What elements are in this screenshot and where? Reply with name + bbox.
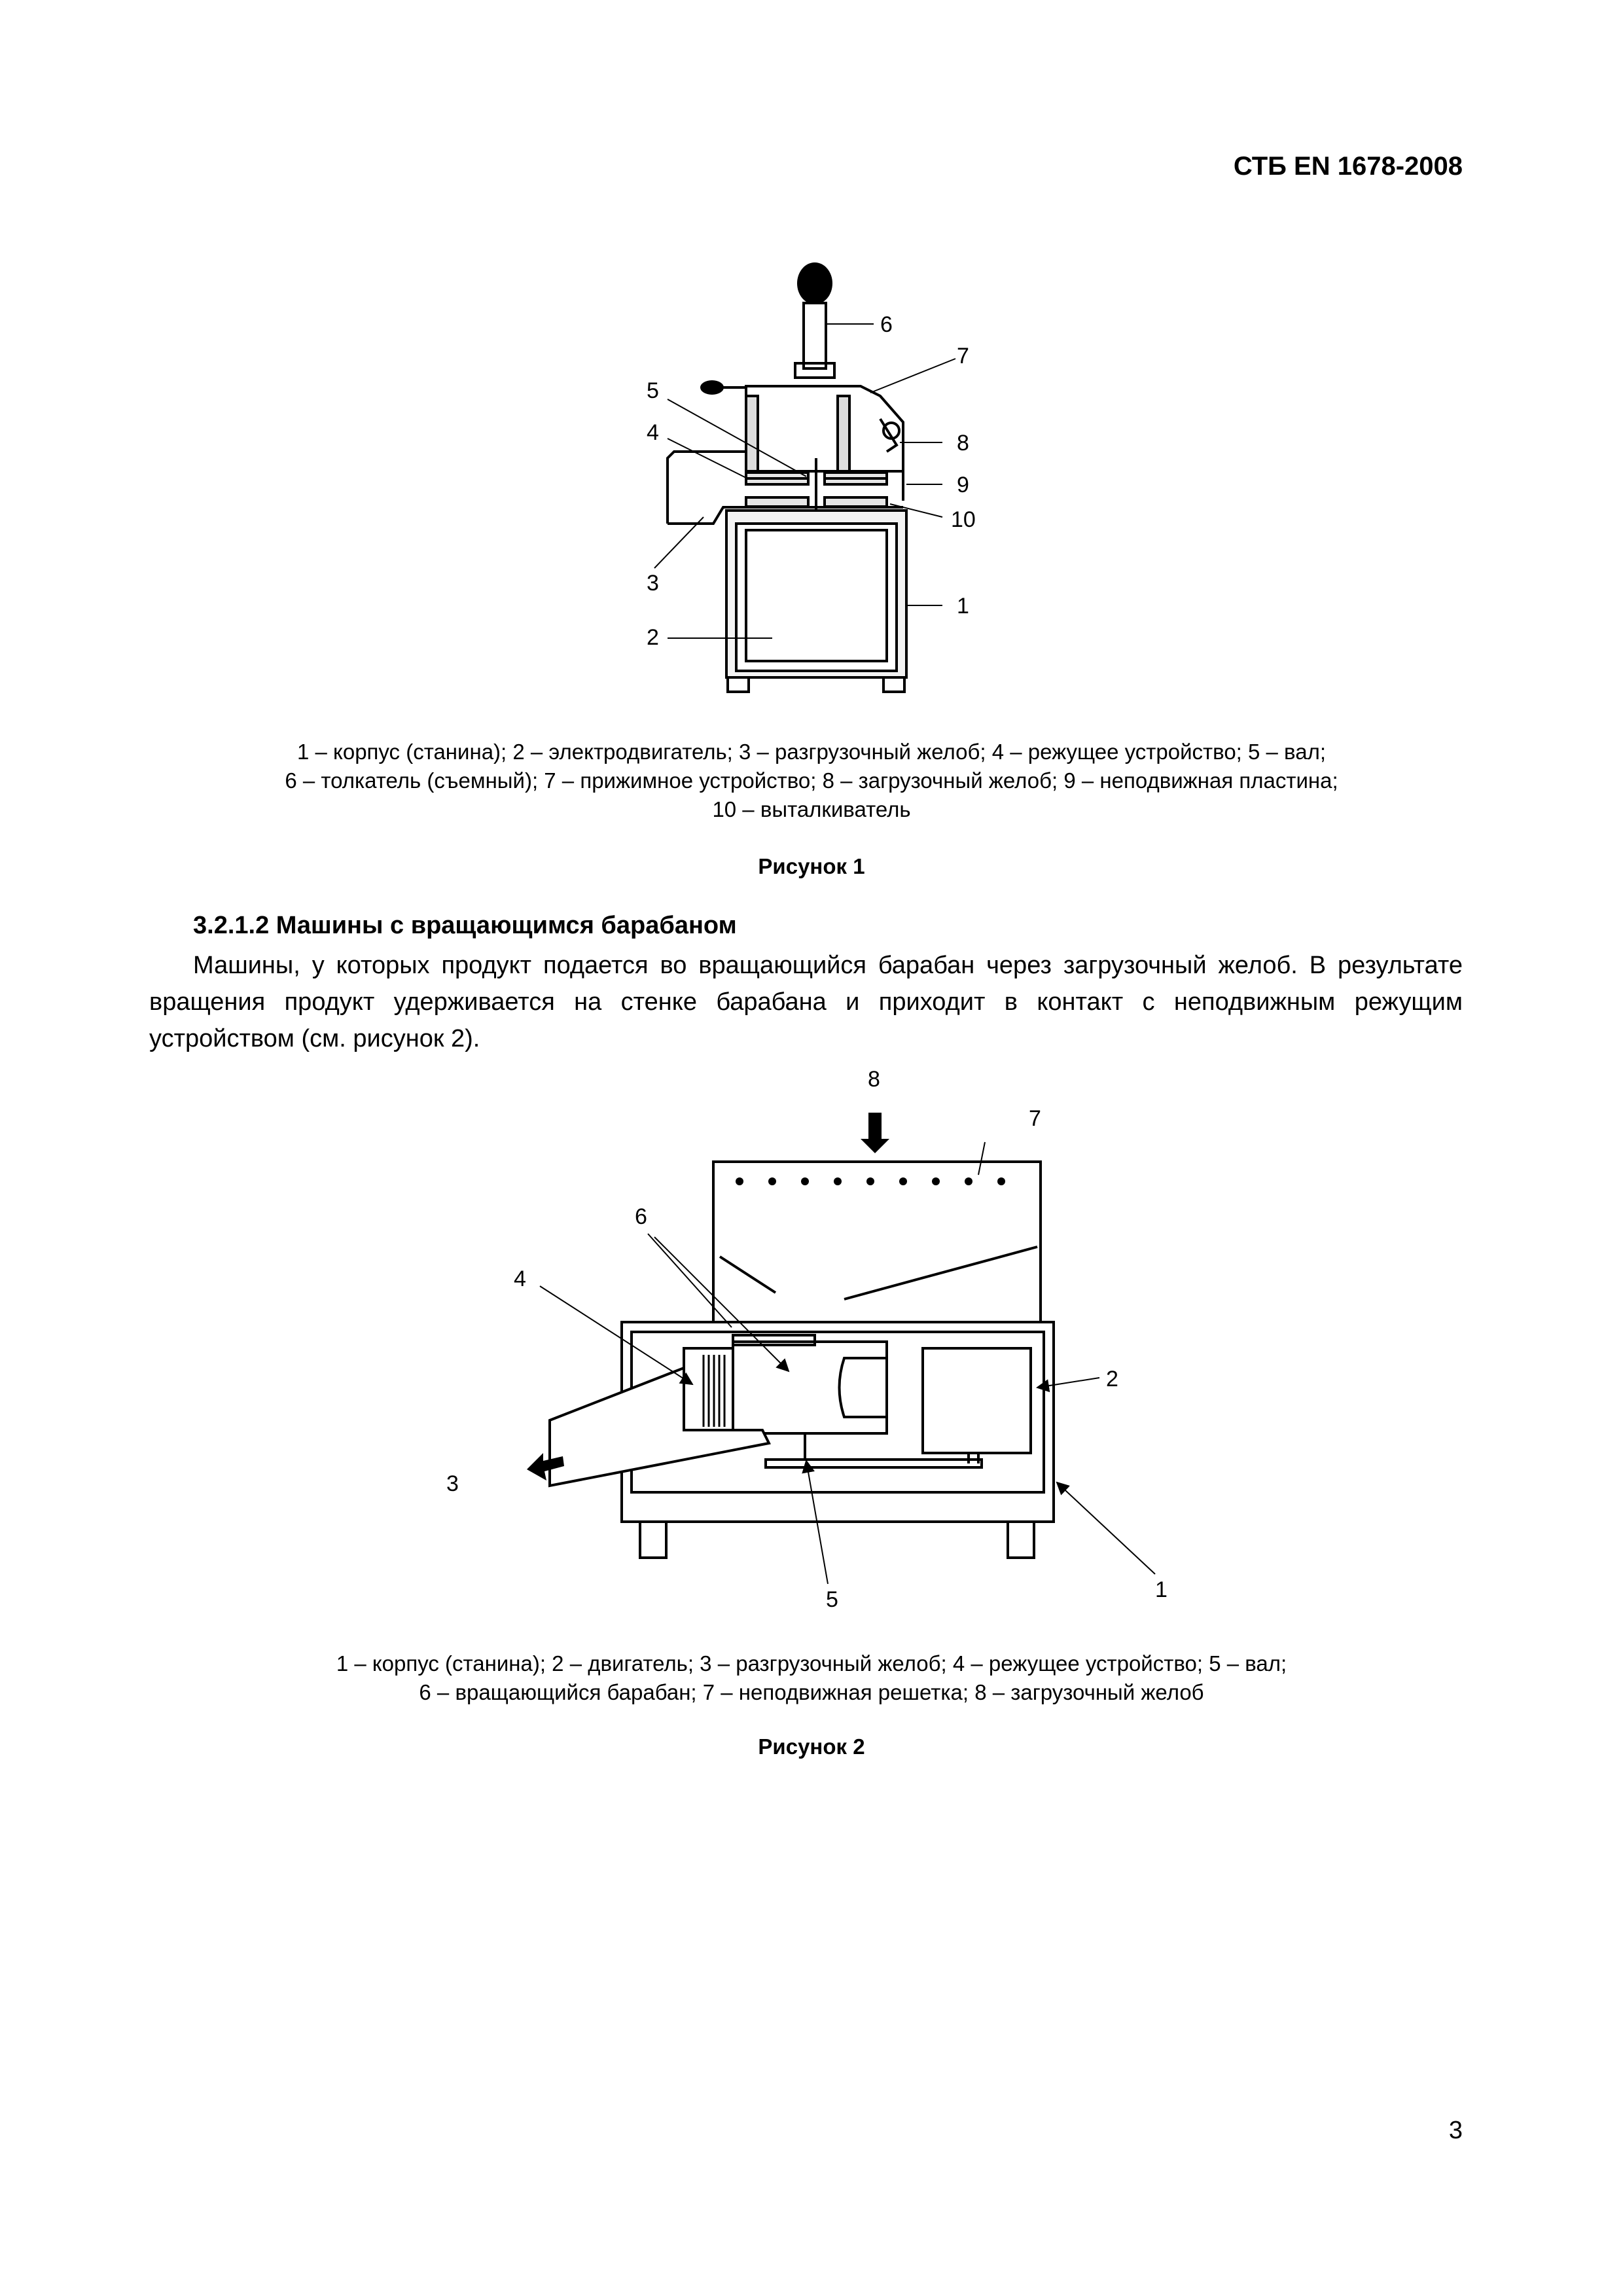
figure-2-title: Рисунок 2 bbox=[758, 1734, 865, 1759]
figure-2-caption-line: 6 – вращающийся барабан; 7 – неподвижная… bbox=[419, 1680, 1204, 1704]
figure-1-drawing: 6 7 8 9 10 1 5 4 3 2 bbox=[628, 259, 1021, 704]
fig1-label-5: 5 bbox=[647, 378, 659, 403]
figure-2-caption-line: 1 – корпус (станина); 2 – двигатель; 3 –… bbox=[336, 1651, 1287, 1676]
fig2-label-8: 8 bbox=[868, 1067, 880, 1092]
figure-1-caption-line: 1 – корпус (станина); 2 – электродвигате… bbox=[297, 740, 1326, 764]
fig1-label-10: 10 bbox=[951, 507, 976, 532]
fig1-label-1: 1 bbox=[957, 594, 969, 619]
fig1-label-3: 3 bbox=[647, 571, 659, 596]
section-paragraph: Машины, у которых продукт подается во вр… bbox=[149, 952, 1463, 1052]
fig1-label-6: 6 bbox=[880, 312, 893, 337]
fig1-label-9: 9 bbox=[957, 473, 969, 497]
figure-1-title: Рисунок 1 bbox=[758, 854, 865, 878]
fig2-label-1: 1 bbox=[1155, 1577, 1168, 1602]
document-code: СТБ EN 1678-2008 bbox=[1233, 152, 1463, 181]
page-number: 3 bbox=[1448, 2117, 1463, 2144]
fig1-label-8: 8 bbox=[957, 431, 969, 456]
fig2-label-5: 5 bbox=[826, 1587, 838, 1612]
grate-dots bbox=[736, 1177, 1005, 1185]
feed-arrow bbox=[861, 1113, 889, 1153]
section-heading: 3.2.1.2 Машины с вращающимся барабаном bbox=[193, 912, 737, 939]
figure-1-caption-line: 10 – выталкиватель bbox=[712, 797, 911, 821]
figure-1-caption-line: 6 – толкатель (съемный); 7 – прижимное у… bbox=[285, 768, 1338, 793]
fig2-label-6: 6 bbox=[635, 1204, 647, 1229]
figure-1-caption: 1 – корпус (станина); 2 – электродвигате… bbox=[131, 738, 1492, 824]
figure-2-caption: 1 – корпус (станина); 2 – двигатель; 3 –… bbox=[131, 1649, 1492, 1707]
discharge-arrow bbox=[527, 1453, 564, 1480]
figure-1-callout-labels: 6 7 8 9 10 1 5 4 3 2 bbox=[647, 312, 976, 650]
fig2-label-4: 4 bbox=[514, 1266, 526, 1291]
figure-2-callout-labels: 8 7 6 4 2 3 5 1 bbox=[446, 1067, 1168, 1612]
fig1-label-4: 4 bbox=[647, 420, 659, 445]
fig2-label-3: 3 bbox=[446, 1471, 459, 1496]
fig2-label-2: 2 bbox=[1106, 1367, 1118, 1391]
fig1-label-2: 2 bbox=[647, 625, 659, 650]
fig2-label-7: 7 bbox=[1029, 1106, 1041, 1131]
fig1-label-7: 7 bbox=[957, 344, 969, 368]
figure-2-drawing: 8 7 6 4 2 3 5 1 bbox=[425, 1054, 1198, 1623]
